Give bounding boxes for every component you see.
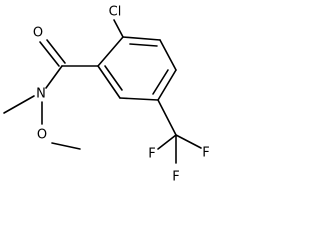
bond-n-methyl (3, 95, 35, 114)
atom-label-nitrogen: N (36, 87, 46, 102)
ring-bond-c5-c6 (119, 97, 159, 101)
atom-label-fluorine-bottom: F (172, 170, 179, 185)
bond-carbonyl-double-2 (46, 39, 66, 64)
ring-bond-c4-c5-double (152, 69, 169, 95)
atom-label-fluorine-right: F (202, 146, 209, 161)
benzene-ring (97, 36, 177, 101)
ring-bond-c6-c1 (97, 65, 121, 99)
ring-bond-c3-c4 (159, 39, 177, 71)
atom-label-chlorine: Cl (109, 5, 122, 20)
ring-bond-c4-c5 (157, 69, 177, 101)
bond-o-methyl (51, 142, 81, 150)
ring-bond-c1-c2 (97, 36, 124, 67)
ring-bond-c3-c3-double (129, 43, 158, 47)
ring-bond-c6-c1-double (104, 65, 123, 91)
bond-ring-cf3 (157, 99, 177, 136)
chemical-structure: Cl O N O F F F (3, 5, 210, 185)
atom-label-methoxy-oxygen: O (37, 128, 47, 143)
atom-label-carbonyl-oxygen: O (33, 26, 43, 41)
bond-c-f-right (175, 134, 202, 149)
bond-c-f-left (157, 134, 177, 150)
bond-carbonyl-double-1 (39, 41, 60, 67)
atom-label-fluorine-left: F (148, 147, 155, 162)
bond-carbonyl-n (45, 65, 63, 89)
ring-bond-c2-c3 (122, 36, 161, 41)
bond-c-cl (113, 19, 124, 38)
